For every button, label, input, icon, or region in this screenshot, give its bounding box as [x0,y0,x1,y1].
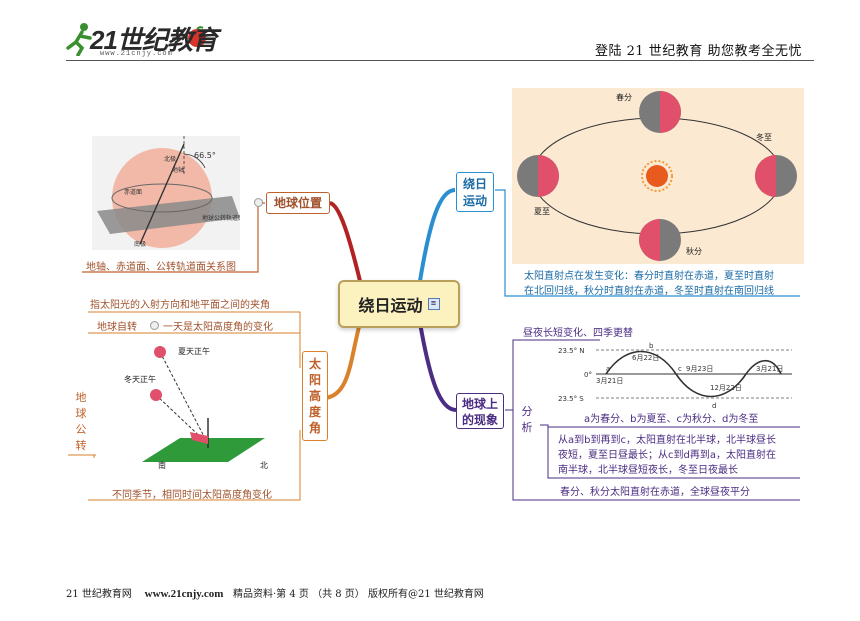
north-label: 北 [260,461,268,470]
center-node[interactable]: 绕日运动 ≡ [338,280,460,328]
south-pole-label: 南极 [134,240,146,248]
revolution-char-3: 公 [75,423,87,436]
y-bot-label: 23.5° S [558,395,584,403]
caption-earth-position: 地轴、赤道面、公转轨道面关系图 [86,262,236,273]
rotation-label: 地球自转 [97,322,137,333]
node-phenomena-line-2: 的现象 [461,413,498,427]
node-sun-altitude-char-1: 太 [308,357,321,371]
caption-sun-angle: 不同季节，相同时间太阳高度角变化 [112,490,272,501]
node-sun-altitude-char-5: 角 [308,421,321,435]
point-d-label: d [712,402,716,410]
earth-summer [517,155,559,197]
angle-label: 66.5° [194,151,216,160]
spring-label: 春分 [616,92,632,102]
point-c-label: c [678,365,682,373]
node-sun-altitude[interactable]: 太 阳 高 度 角 [302,351,328,441]
summer-label: 夏至 [534,207,550,216]
earth-autumn [639,219,681,261]
mar21-left-label: 3月21日 [596,377,623,385]
earth-winter [755,155,797,197]
earth-axis-diagram: 66.5° 北极 地轴 赤道面 南极 地球公转轨道面 [92,136,240,250]
node-sun-altitude-char-3: 高 [308,389,321,403]
node-sun-altitude-char-2: 阳 [308,373,321,387]
caption-revolution-line-2: 在北回归线，秋分时直射在赤道，冬至时直射在南回归线 [524,286,774,297]
footer-site: 21 世纪教育网 [66,589,132,600]
declination-graph: 23.5° N 0° 23.5° S a b c d 3月21日 6月22日 9… [556,338,796,410]
rotation-text: 一天是太阳高度角的变化 [163,322,273,333]
footer-url[interactable]: www.21cnjy.com [144,588,224,600]
node-earth-position[interactable]: 地球位置 [266,192,330,214]
node-sun-altitude-char-4: 度 [308,405,321,419]
caption-revolution-line-1: 太阳直射点在发生变化：春分时直射在赤道，夏至时直射 [524,271,774,282]
axis-label: 地轴 [172,166,184,174]
node-revolution-line-2: 运动 [462,194,487,208]
detail-line-2: 夜短，夏至日昼最长；从c到d再到a，太阳直射在 [558,450,776,461]
sun-altitude-definition: 指太阳光的入射方向和地平面之间的夹角 [90,300,270,311]
footer: 21 世纪教育网 www.21cnjy.com 精品资料·第 4 页 （共 8 … [66,585,484,600]
autumn-label: 秋分 [686,246,702,256]
header-divider [66,60,814,61]
orbit-diagram: 春分 夏至 秋分 冬至 [512,88,804,264]
earth-spring [639,91,681,133]
orbit-plane-label: 地球公转轨道面 [202,214,240,222]
revolution-char-1: 地 [75,391,87,404]
revolution-char-2: 球 [75,407,87,420]
sep23-label: 9月23日 [686,365,713,373]
node-earth-position-label: 地球位置 [273,196,322,210]
point-a-label: a [606,365,610,373]
logo [66,18,216,60]
phenomena-title: 昼夜长短变化、四季更替 [523,328,633,339]
logo-text: 21世纪教育 [90,25,218,55]
analysis-char-1: 分 [521,405,533,418]
jun22-label: 6月22日 [632,354,659,362]
footer-rest: 精品资料·第 4 页 （共 8 页） 版权所有@21 世纪教育网 [233,589,484,600]
runner-icon [66,23,92,56]
node-revolution[interactable]: 绕日 运动 [456,172,494,212]
analysis-label: 分 析 [520,404,534,436]
y-mid-label: 0° [584,371,592,379]
summer-noon-label: 夏天正午 [178,346,210,356]
logo-url: www.21cnjy.com [100,50,173,58]
winter-label: 冬至 [756,132,772,142]
detail-line-1: 从a到b到再到c，太阳直射在北半球，北半球昼长 [558,435,776,446]
node-phenomena[interactable]: 地球上 的现象 [456,393,504,429]
south-label: 南 [158,460,166,470]
header-slogan: 登陆 21 世纪教育 助您教考全无忧 [595,44,802,59]
collapse-toggle-rotation[interactable] [150,321,159,330]
equinox-text: 春分、秋分太阳直射在赤道，全球昼夜平分 [560,487,750,498]
detail-line-3: 南半球，北半球昼短夜长，冬至日夜最长 [558,465,738,476]
legend-text: a为春分、b为夏至、c为秋分、d为冬至 [584,414,759,425]
north-pole-label: 北极 [164,155,176,163]
apple-icon [188,26,206,47]
point-b-label: b [649,342,654,350]
revolution-label: 地 球 公 转 [74,390,88,454]
center-label: 绕日运动 [358,296,423,315]
revolution-char-4: 转 [75,439,87,452]
collapse-toggle-left-top[interactable] [254,198,263,207]
mar21-right-label: 3月21日 [756,365,783,373]
node-revolution-line-1: 绕日 [462,177,487,191]
y-top-label: 23.5° N [558,347,585,355]
node-phenomena-line-1: 地球上 [461,397,498,411]
dec22-label: 12月22日 [710,384,742,392]
winter-noon-label: 冬天正午 [124,374,156,384]
note-icon[interactable]: ≡ [427,298,440,310]
equator-label: 赤道面 [124,188,142,196]
analysis-char-2: 析 [521,421,533,434]
sun-angle-diagram: 夏天正午 冬天正午 南 北 [120,340,280,478]
